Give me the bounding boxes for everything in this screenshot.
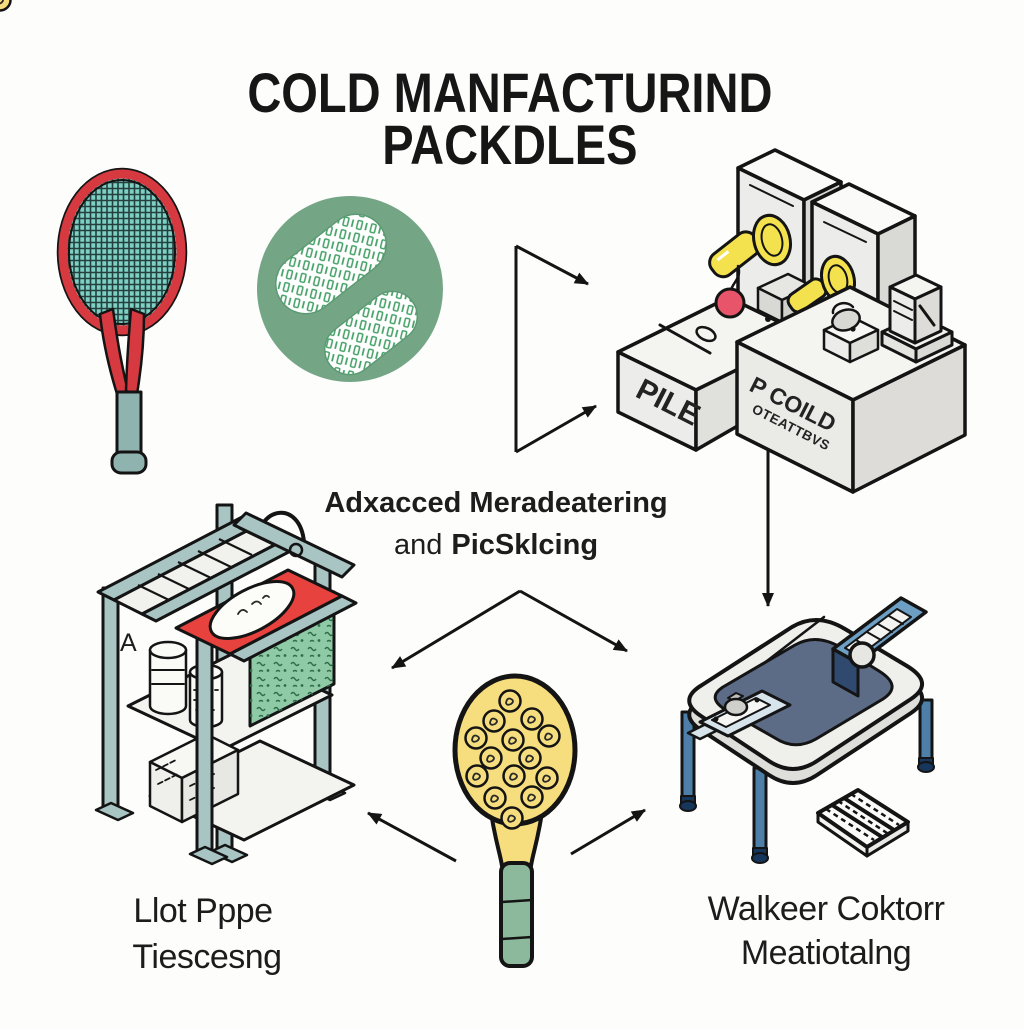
press-red-ball <box>714 287 746 319</box>
caption-bottom-right-line-2: Meatiotalng <box>741 934 911 972</box>
paddle-handle <box>499 861 534 968</box>
arrow-up-left-to-rack <box>367 811 457 863</box>
table-ramp <box>831 596 928 698</box>
title-line-2: PACKDLES <box>382 113 637 176</box>
vent-panel-icon <box>816 788 910 858</box>
rack-machine-icon: A <box>94 503 358 866</box>
center-caption-and: and <box>394 529 442 561</box>
caption-bottom-right: Walkeer Coktorr Meatiotalng <box>708 890 946 972</box>
caption-bottom-left-line-1: Llot Pppe <box>133 892 272 930</box>
press-small-tower <box>880 273 954 364</box>
racket-butt <box>110 450 148 475</box>
tennis-racket-icon <box>56 167 188 475</box>
page-title: COLD MANFACTURIND PACKDLES <box>247 61 772 176</box>
caption-bottom-left-line-2: Tiescesng <box>132 938 281 976</box>
arrow-up-right-to-table <box>570 808 646 856</box>
caption-bottom-left: Llot Pppe Tiescesng <box>132 892 282 976</box>
paddle-faces-badge-icon <box>257 196 443 382</box>
press-clamp <box>822 301 880 364</box>
center-caption: Adxacced Meradeatering and PicSklcing <box>324 487 667 561</box>
arrow-fork-from-caption <box>391 589 628 670</box>
racket-throat-right <box>124 307 146 396</box>
racket-handle <box>115 390 143 456</box>
press-spool-left <box>708 213 792 292</box>
caption-bottom-right-line-1: Walkeer Coktorr <box>708 890 945 928</box>
table-legs <box>679 698 935 864</box>
assembly-table-icon <box>679 596 935 864</box>
table-fixture <box>686 689 792 741</box>
center-caption-bold-word: PicSklcing <box>451 529 598 561</box>
rack-frame-letter: A <box>120 629 137 657</box>
center-caption-line-2: and PicSklcing <box>394 529 598 561</box>
press-machine-icon: PILE P COILD OTEATTBVS <box>616 148 967 494</box>
center-caption-line-1: Adxacced Meradeatering <box>324 487 667 519</box>
title-line-1: COLD MANFACTURIND <box>247 61 772 124</box>
arrow-split-to-machine <box>514 244 597 454</box>
pickleball-paddle-icon <box>0 0 578 968</box>
ramp-roller <box>848 641 876 669</box>
